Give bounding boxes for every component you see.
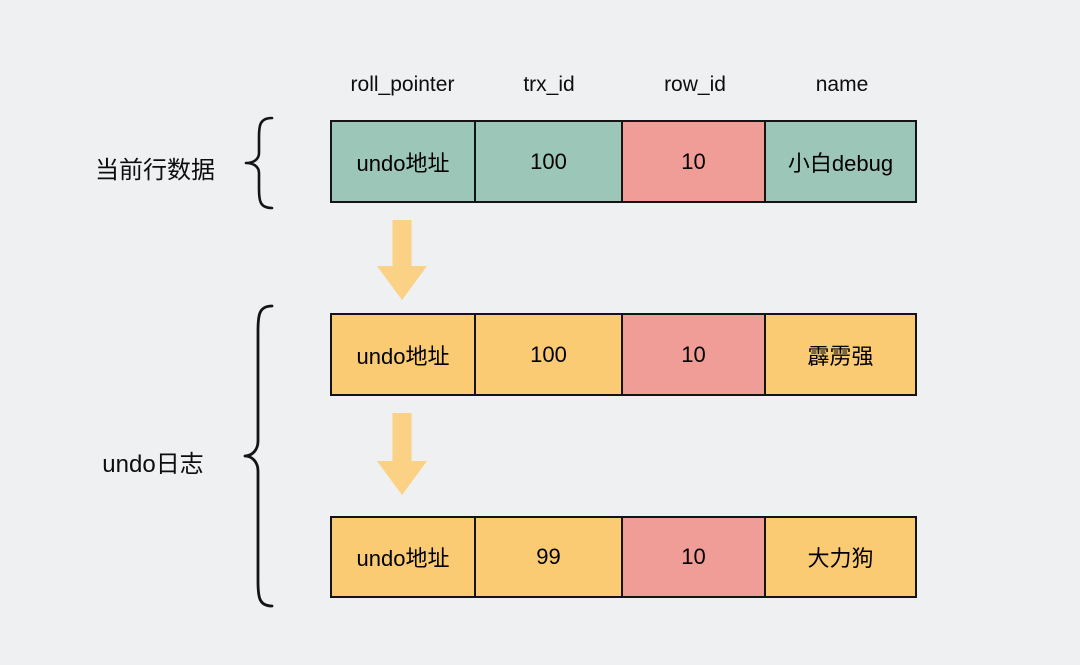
brace-current-row bbox=[244, 116, 274, 210]
table-current-row-data: undo地址 100 10 小白debug bbox=[330, 120, 917, 203]
cell-name: 大力狗 bbox=[766, 518, 915, 596]
cell-roll-pointer: undo地址 bbox=[332, 315, 477, 394]
cell-row-id: 10 bbox=[623, 518, 767, 596]
cell-name: 霹雳强 bbox=[766, 315, 915, 394]
label-undo-log: undo日志 bbox=[102, 451, 204, 478]
table-undo-log-entry-2: undo地址 99 10 大力狗 bbox=[330, 516, 917, 598]
cell-trx-id: 100 bbox=[476, 315, 624, 394]
cell-name: 小白debug bbox=[766, 122, 915, 201]
column-headers: roll_pointer trx_id row_id name bbox=[330, 70, 917, 100]
label-current-row-data: 当前行数据 bbox=[95, 157, 215, 184]
header-row-id: row_id bbox=[664, 73, 726, 96]
cell-trx-id: 99 bbox=[476, 518, 624, 596]
brace-undo-log bbox=[243, 304, 274, 608]
table-undo-log-entry-1: undo地址 100 10 霹雳强 bbox=[330, 313, 917, 396]
cell-row-id: 10 bbox=[623, 315, 767, 394]
cell-trx-id: 100 bbox=[476, 122, 624, 201]
cell-roll-pointer: undo地址 bbox=[332, 518, 477, 596]
down-arrow-icon bbox=[377, 413, 427, 495]
header-roll-pointer: roll_pointer bbox=[350, 73, 455, 96]
header-trx-id: trx_id bbox=[523, 73, 575, 96]
down-arrow-icon bbox=[377, 220, 427, 300]
header-name: name bbox=[815, 73, 869, 96]
cell-roll-pointer: undo地址 bbox=[332, 122, 477, 201]
cell-row-id: 10 bbox=[623, 122, 767, 201]
